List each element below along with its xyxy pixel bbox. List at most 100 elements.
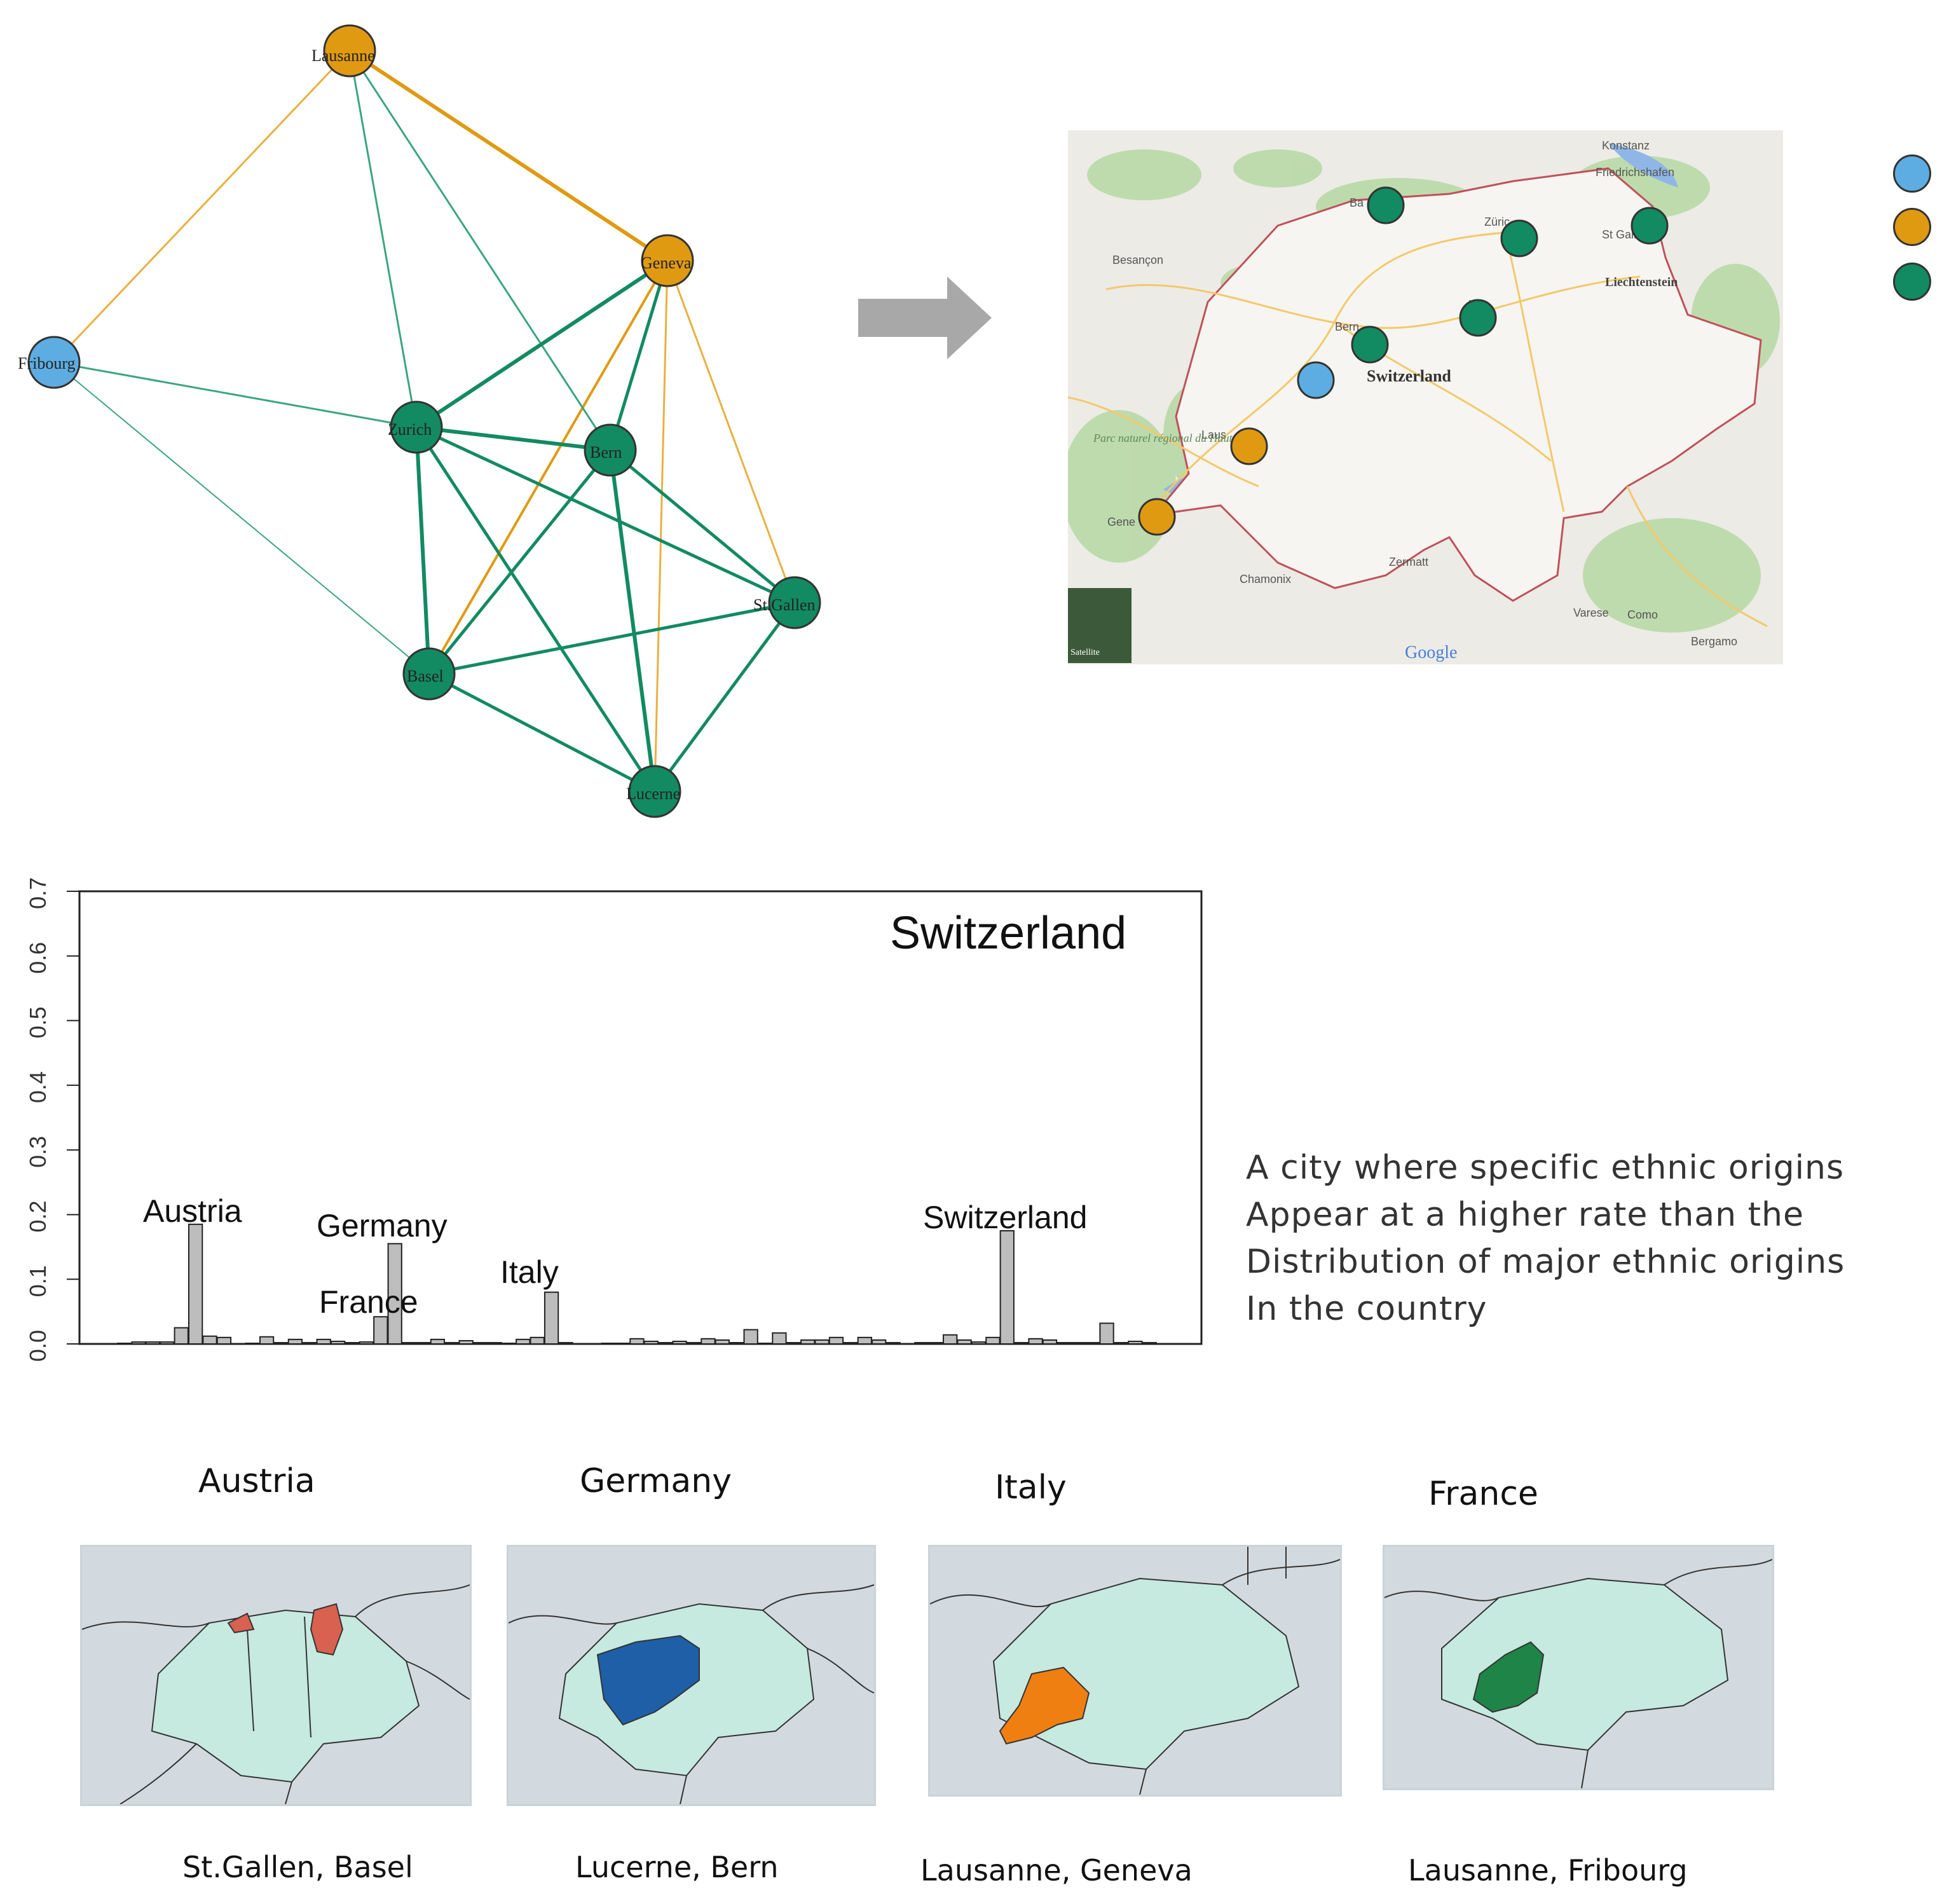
bar	[772, 1332, 787, 1345]
bar	[259, 1336, 275, 1345]
bar	[800, 1339, 816, 1345]
bar	[1142, 1341, 1157, 1345]
map-marker-zurich	[1500, 219, 1538, 257]
bar	[131, 1341, 146, 1345]
edge	[609, 449, 796, 604]
bar	[743, 1329, 758, 1345]
bar	[302, 1341, 317, 1345]
bar	[943, 1334, 958, 1345]
bar	[245, 1342, 260, 1345]
bar	[216, 1336, 232, 1345]
y-tick-label: 0.2	[25, 1201, 51, 1233]
legend-dot-orange	[1893, 208, 1931, 246]
edge	[428, 260, 669, 675]
plot-frame	[78, 890, 1203, 1345]
bar	[359, 1341, 374, 1345]
edge	[608, 449, 657, 792]
panel-caption-italy: Lausanne, Geneva	[920, 1853, 1193, 1887]
edge	[348, 50, 612, 451]
bar	[914, 1341, 929, 1345]
bar	[1128, 1340, 1143, 1345]
edge	[666, 260, 796, 603]
mini-map-austria	[80, 1545, 472, 1806]
node-label: Lucerne	[626, 784, 680, 803]
edge	[416, 425, 611, 452]
map-label: Google	[1405, 643, 1457, 662]
bar	[487, 1341, 502, 1345]
network-nodes: Lausanne Geneva Fribourg Zurich Bern St.…	[18, 24, 821, 818]
bar	[572, 1343, 587, 1345]
bar	[1014, 1341, 1029, 1345]
bar	[501, 1342, 517, 1345]
y-axis: 0.00.10.20.30.40.50.60.7	[25, 877, 79, 1362]
highlight-region	[1472, 1641, 1545, 1713]
node-label: Lausanne	[311, 46, 375, 65]
map-marker-basel	[1367, 186, 1405, 224]
satellite-label: Satellite	[1070, 648, 1100, 657]
node-zurich	[390, 401, 443, 454]
bar	[985, 1336, 1001, 1345]
bar	[971, 1341, 987, 1345]
edge	[653, 601, 797, 793]
bar	[188, 1223, 203, 1345]
network-graph: Lausanne Geneva Fribourg Zurich Bern St.…	[18, 24, 821, 818]
node-lausanne	[323, 24, 376, 78]
panel-title-germany: Germany	[580, 1462, 732, 1500]
bar	[373, 1316, 388, 1345]
y-tick-label: 0.5	[25, 1006, 51, 1038]
map-label: Bern	[1335, 320, 1359, 333]
map-label: Parc naturel régional du Haut-Jura	[1093, 432, 1257, 444]
bar	[316, 1338, 331, 1345]
bar	[1085, 1341, 1100, 1345]
map-marker-geneva	[1138, 498, 1176, 536]
bar	[430, 1338, 446, 1345]
bar	[872, 1339, 887, 1345]
satellite-toggle[interactable]: Satellite	[1068, 588, 1132, 663]
map-label: Como	[1627, 608, 1658, 621]
node-basel	[402, 647, 456, 701]
bar	[701, 1338, 716, 1345]
y-tick-label: 0.4	[25, 1071, 51, 1103]
bar-annotation: Austria	[143, 1193, 242, 1229]
bar	[472, 1341, 488, 1345]
edge	[653, 260, 669, 792]
edge	[348, 49, 669, 263]
panel-caption-germany: Lucerne, Bern	[575, 1850, 779, 1884]
map-label: Züric	[1484, 216, 1510, 228]
edge	[415, 259, 669, 429]
edge	[414, 426, 657, 793]
map-marker-lausanne	[1230, 427, 1268, 465]
description-line: Distribution of major ethnic origins	[1246, 1243, 1845, 1281]
panel-title-italy: Italy	[995, 1469, 1067, 1507]
bar	[516, 1338, 531, 1345]
node-geneva	[641, 234, 694, 287]
bar	[757, 1342, 773, 1345]
edge	[428, 672, 656, 793]
map-label: Varese	[1573, 606, 1609, 619]
legend-dot-blue	[1893, 154, 1931, 193]
bar	[1113, 1341, 1129, 1345]
map-label: Gene	[1107, 516, 1135, 528]
edge	[415, 425, 796, 605]
panel-title-france: France	[1428, 1475, 1538, 1513]
bar	[287, 1338, 303, 1345]
mini-map-italy	[928, 1545, 1342, 1797]
bar	[202, 1335, 217, 1345]
map-label: Friedrichshafen	[1596, 166, 1674, 179]
node-bern	[584, 423, 637, 477]
bar	[715, 1339, 730, 1345]
bar	[928, 1341, 943, 1345]
y-tick-label: 0.3	[25, 1136, 51, 1168]
node-label: St.Gallen	[753, 596, 816, 614]
bar	[145, 1341, 161, 1345]
map-label: Ba	[1350, 196, 1364, 209]
bar	[828, 1336, 844, 1345]
description-line: Appear at a higher rate than the	[1246, 1196, 1804, 1234]
edge	[348, 50, 418, 428]
bar	[615, 1342, 631, 1345]
edge	[53, 50, 351, 364]
bar	[530, 1336, 545, 1345]
bar	[672, 1340, 687, 1345]
panel-caption-austria: St.Gallen, Basel	[182, 1850, 413, 1884]
edge	[608, 260, 669, 451]
